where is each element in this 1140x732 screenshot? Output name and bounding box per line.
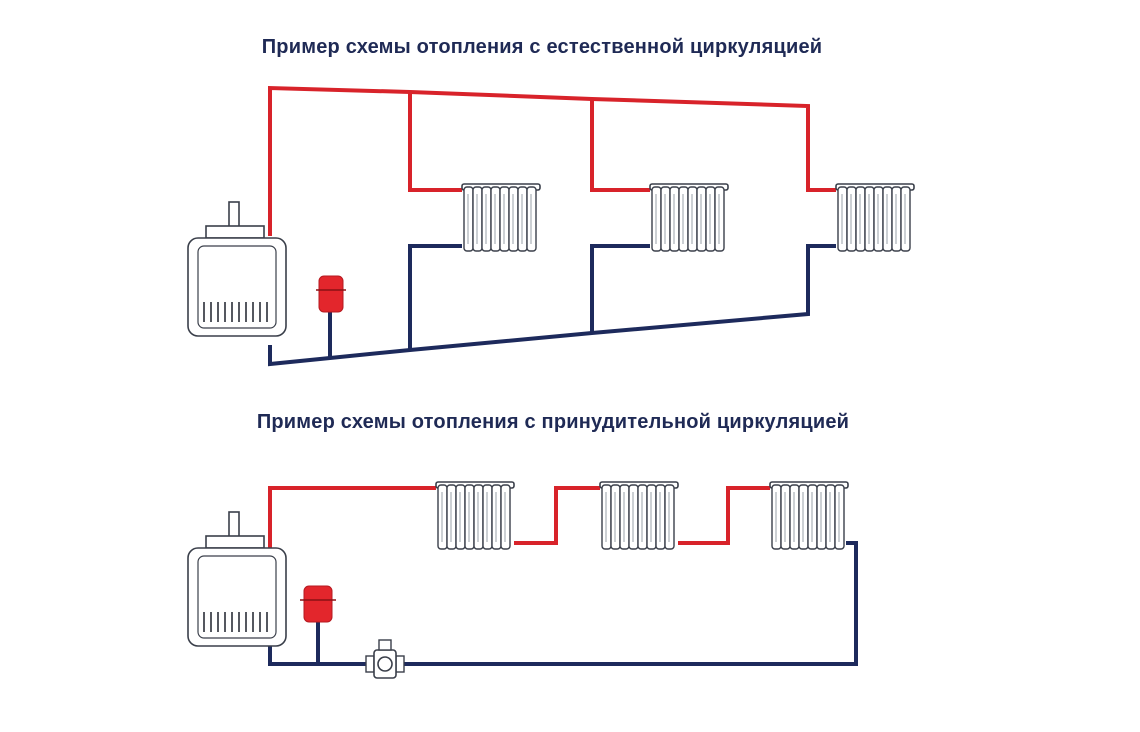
supply-pipe <box>590 99 650 192</box>
supply-pipe <box>514 486 600 545</box>
supply-pipe <box>268 486 436 556</box>
supply-pipe <box>678 486 770 545</box>
radiator-icon <box>769 481 849 550</box>
natural-circulation-title: Пример схемы отопления с естественной ци… <box>261 36 823 58</box>
return-pipe <box>268 244 836 367</box>
expansion-tank-icon <box>300 585 336 623</box>
return-pipe <box>408 244 462 350</box>
radiator-icon <box>461 183 541 252</box>
circulation-pump-icon <box>365 639 405 679</box>
radiator-icon <box>435 481 515 550</box>
return-pipe <box>402 541 858 666</box>
supply-pipe <box>408 92 462 192</box>
expansion-tank-icon <box>316 275 346 313</box>
return-pipe <box>268 646 368 666</box>
radiator-icon <box>649 183 729 252</box>
supply-pipe <box>268 85 836 236</box>
natural-circulation-scheme <box>187 85 915 367</box>
forced-circulation-scheme <box>187 481 858 679</box>
return-pipe <box>590 244 650 333</box>
radiator-icon <box>835 183 915 252</box>
forced-circulation-title: Пример схемы отопления с принудительной … <box>256 411 850 433</box>
radiator-icon <box>599 481 679 550</box>
